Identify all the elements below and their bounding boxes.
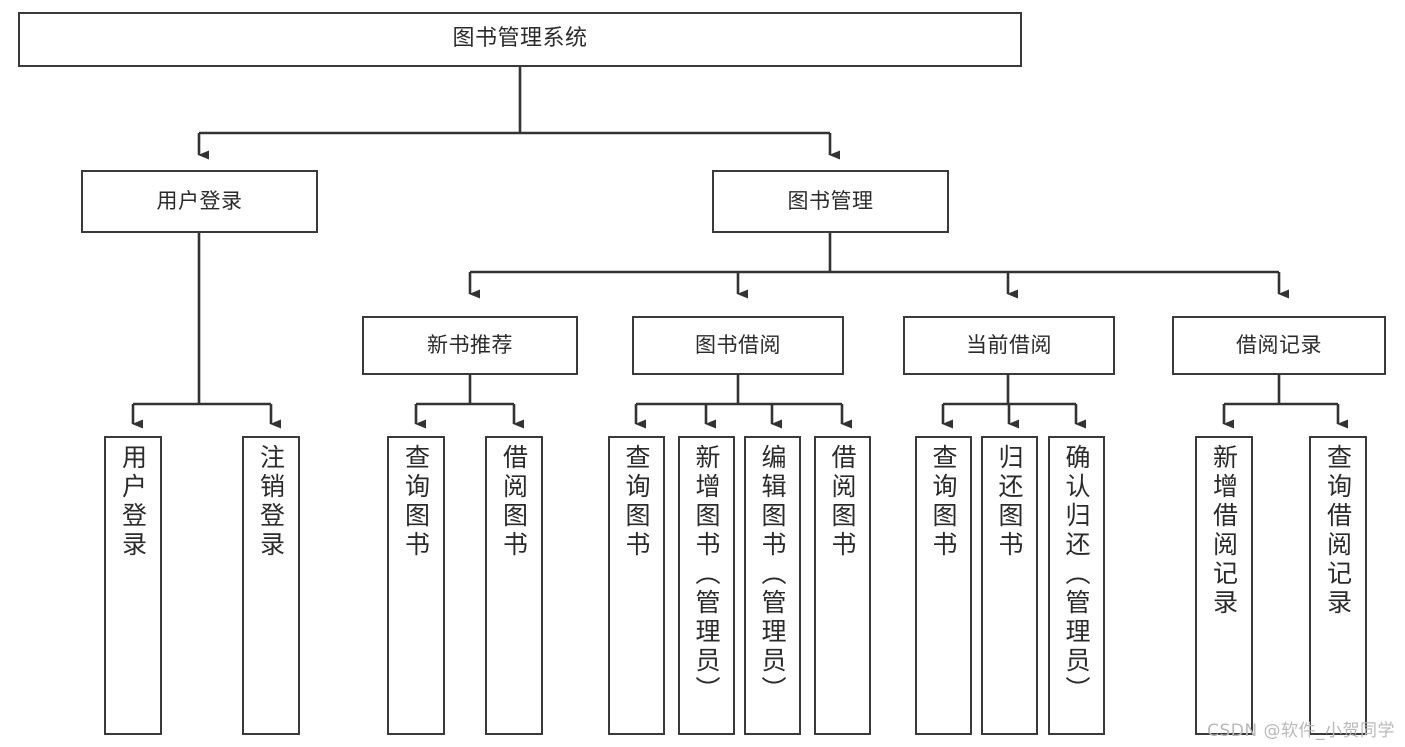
- leaf-query-book-new[interactable]: 查询图书: [387, 436, 445, 735]
- watermark-text: CSDN @软件_小贺同学: [1207, 721, 1395, 741]
- node-label: 查询借阅记录: [1323, 444, 1353, 618]
- node-label: 注销登录: [256, 444, 286, 560]
- leaf-query-borrow-record[interactable]: 查询借阅记录: [1309, 436, 1367, 735]
- node-label: 用户登录: [156, 188, 243, 213]
- leaf-add-borrow-record[interactable]: 新增借阅记录: [1195, 436, 1253, 735]
- node-root-system[interactable]: 图书管理系统: [18, 12, 1022, 67]
- leaf-confirm-return-admin[interactable]: 确认归还（管理员）: [1048, 436, 1105, 735]
- leaf-user-login[interactable]: 用户登录: [104, 436, 162, 735]
- leaf-query-book-borrow[interactable]: 查询图书: [608, 436, 665, 735]
- node-label: 新书推荐: [427, 332, 513, 357]
- node-label: 图书管理系统: [452, 26, 588, 52]
- leaf-logout[interactable]: 注销登录: [242, 436, 300, 735]
- leaf-borrow-book-new[interactable]: 借阅图书: [485, 436, 543, 735]
- node-label: 新增借阅记录: [1209, 444, 1239, 618]
- node-new-book-recommend[interactable]: 新书推荐: [362, 316, 578, 375]
- node-borrow-record[interactable]: 借阅记录: [1172, 316, 1386, 375]
- node-label: 归还图书: [995, 444, 1024, 560]
- node-current-borrow[interactable]: 当前借阅: [903, 316, 1115, 375]
- node-book-borrow[interactable]: 图书借阅: [632, 316, 844, 375]
- leaf-add-book-admin[interactable]: 新增图书（管理员）: [678, 436, 735, 735]
- node-label: 查询图书: [622, 444, 651, 560]
- node-label: 编辑图书（管理员）: [758, 444, 787, 705]
- node-label: 借阅记录: [1236, 332, 1322, 357]
- node-label: 新增图书（管理员）: [692, 444, 721, 705]
- leaf-return-book[interactable]: 归还图书: [981, 436, 1038, 735]
- leaf-borrow-book[interactable]: 借阅图书: [814, 436, 871, 735]
- node-label: 确认归还（管理员）: [1062, 444, 1091, 705]
- leaf-query-book-current[interactable]: 查询图书: [915, 436, 972, 735]
- node-label: 图书管理: [787, 188, 874, 213]
- leaf-edit-book-admin[interactable]: 编辑图书（管理员）: [744, 436, 801, 735]
- node-label: 借阅图书: [499, 444, 529, 560]
- node-label: 图书借阅: [695, 332, 781, 357]
- node-user-login[interactable]: 用户登录: [81, 170, 318, 233]
- node-label: 查询图书: [401, 444, 431, 560]
- node-label: 借阅图书: [828, 444, 857, 560]
- node-label: 当前借阅: [966, 332, 1052, 357]
- node-book-management[interactable]: 图书管理: [712, 170, 949, 233]
- node-label: 用户登录: [118, 444, 148, 560]
- node-label: 查询图书: [929, 444, 958, 560]
